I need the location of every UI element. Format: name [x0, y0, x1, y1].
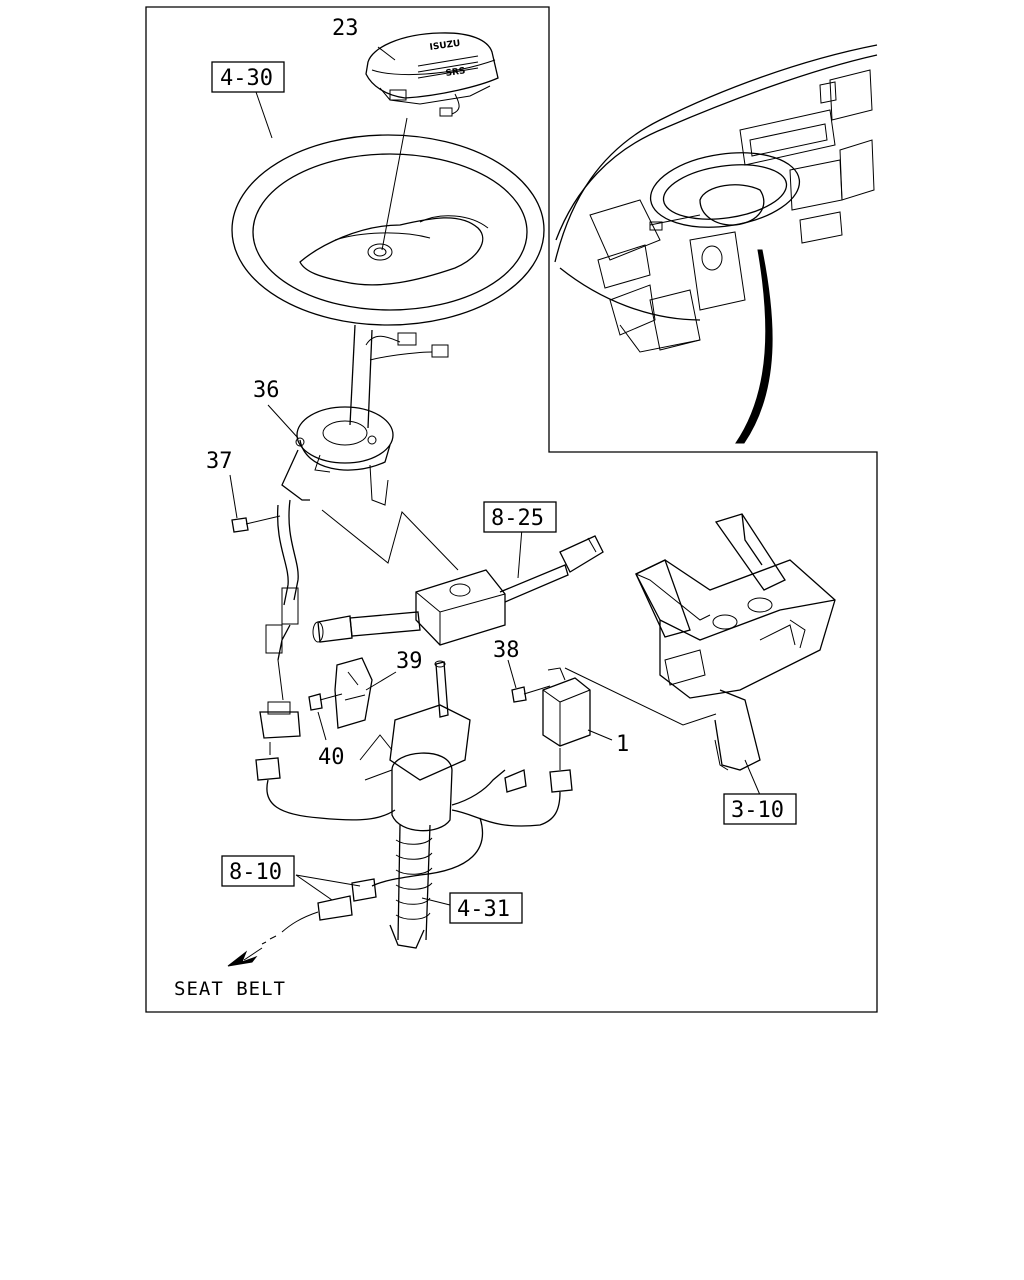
- steering-wheel: [231, 134, 545, 326]
- callout-23: 23: [332, 16, 359, 41]
- ref-box-4-31: [449, 892, 523, 924]
- airbag-brand-label: ISUZU: [429, 39, 461, 53]
- relay-bracket: [334, 657, 397, 729]
- wiring-harness-left: [255, 449, 310, 781]
- unit-to-bracket-line: [564, 667, 717, 726]
- callout-38: 38: [493, 638, 520, 663]
- airbag-module: ISUZU SRS: [365, 32, 499, 117]
- clock-spring: [295, 324, 449, 506]
- callout-39: 39: [396, 649, 423, 674]
- bolt-38: [507, 659, 551, 703]
- dashboard-inset: [554, 44, 878, 444]
- control-unit: [542, 667, 613, 793]
- ref-8-10: 8-10: [229, 860, 282, 885]
- diagram-frame: [145, 6, 878, 1013]
- bolt-40: [308, 693, 343, 741]
- callout-40: 40: [318, 745, 345, 770]
- wiring-harness-lower: [227, 769, 561, 967]
- airbag-srs-label: SRS: [445, 66, 466, 79]
- combination-switch: [312, 535, 604, 646]
- ref-3-10: 3-10: [731, 798, 784, 823]
- steering-column: [359, 660, 471, 949]
- screw-37: [229, 474, 281, 533]
- ref-box-3-10: [723, 793, 797, 825]
- ref-box-8-10: [221, 855, 295, 887]
- callout-37: 37: [206, 449, 233, 474]
- assembly-line: [321, 509, 459, 571]
- ref-box-8-25: [483, 501, 557, 533]
- ref-4-31: 4-31: [457, 897, 510, 922]
- callout-36: 36: [253, 378, 280, 403]
- callout-1: 1: [616, 732, 629, 757]
- bracket: [635, 513, 836, 796]
- inset-leader: [735, 249, 773, 444]
- ref-box-4-30: [211, 61, 285, 93]
- seat-belt-label: SEAT BELT: [174, 978, 286, 1000]
- ref-4-30: 4-30: [220, 66, 273, 91]
- ref-8-25: 8-25: [491, 506, 544, 531]
